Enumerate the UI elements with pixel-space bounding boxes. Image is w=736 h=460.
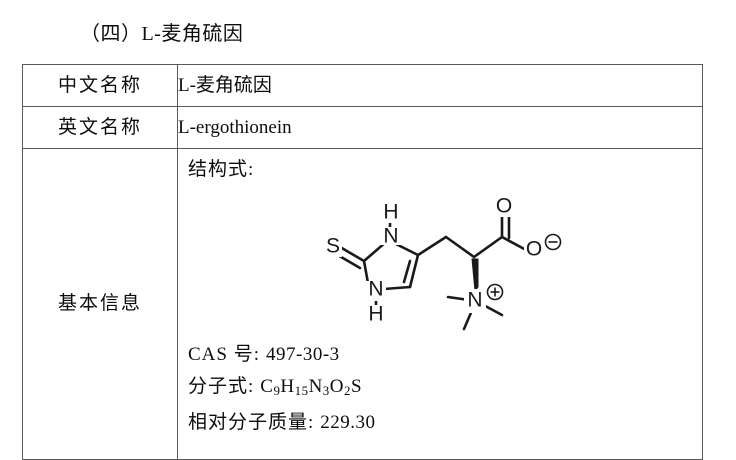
property-molecular-formula: 分子式:C9H15N3O2S [188,371,702,407]
row-label-chinese-name: 中文名称 [22,64,178,107]
atom-label-ring-n-top: N [383,225,398,248]
atom-label-ring-n-bottom: N [368,278,383,301]
charge-symbols [486,233,562,301]
property-key-cas: CAS 号: [188,344,260,365]
property-list: CAS 号: 497-30-3 分子式:C9H15N3O2S 相对分子质量:229… [188,339,702,439]
compound-info-table: 中文名称 L-麦角硫因 英文名称 L-ergothionein 基本信息 结构式… [22,64,703,460]
row-label-english-name: 英文名称 [22,106,178,149]
atom-label-carboxylate-oxygen: O [526,238,542,261]
ergothioneine-structure-icon: S N H N H N O O [324,195,562,331]
table-row: 中文名称 L-麦角硫因 [22,64,703,107]
row-value-basic-info: 结构式: [177,148,703,460]
property-value-mass: 229.30 [320,411,376,433]
structural-formula-label: 结构式: [188,159,255,180]
atom-label-quaternary-nitrogen: N [467,289,482,312]
atom-label-ring-h-top: H [383,201,398,224]
property-value-formula: C9H15N3O2S [260,376,363,398]
row-label-basic-info: 基本信息 [22,148,178,460]
table-row: 基本信息 结构式: [22,148,703,460]
atom-label-sulfur: S [326,235,340,258]
atom-label-carbonyl-oxygen: O [496,195,512,218]
row-value-english-name: L-ergothionein [177,106,703,149]
property-cas-number: CAS 号: 497-30-3 [188,339,702,371]
property-key-mass: 相对分子质量: [188,411,315,433]
atom-label-ring-h-bottom: H [368,303,383,326]
page-title: （四）L-麦角硫因 [80,23,244,45]
property-value-cas: 497-30-3 [266,344,340,365]
property-molecular-mass: 相对分子质量:229.30 [188,407,702,439]
row-value-chinese-name: L-麦角硫因 [177,64,703,107]
property-key-formula: 分子式: [188,376,255,397]
structure-figure: S N H N H N O O [188,183,702,333]
table-row: 英文名称 L-ergothionein [22,106,703,149]
stereo-wedge-bond [471,258,479,293]
